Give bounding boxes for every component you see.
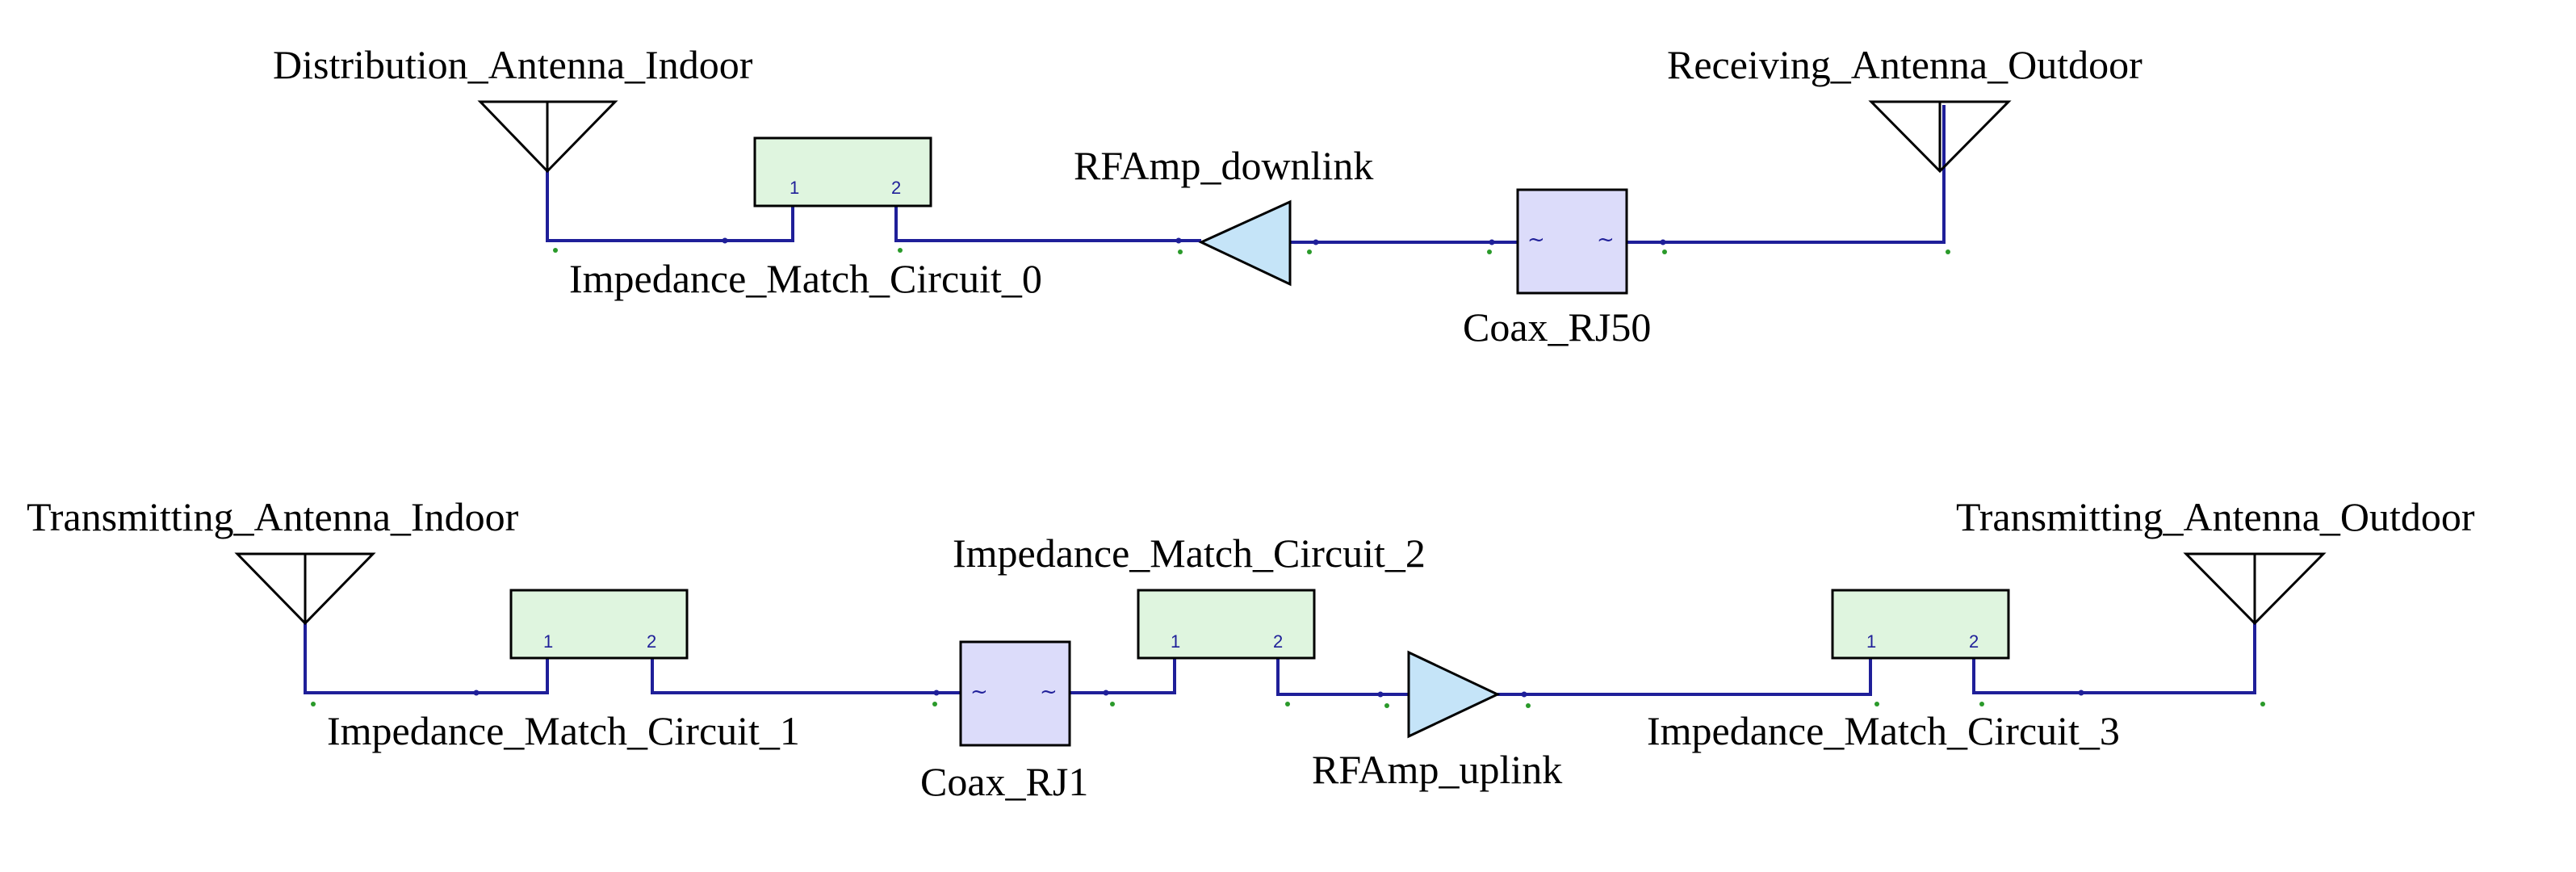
transmitting-antenna-indoor-icon[interactable]	[234, 552, 376, 626]
wire-match1-to-coax-rj1	[651, 658, 961, 694]
match0-pin2-label: 2	[891, 178, 901, 198]
transmitting-antenna-outdoor-icon[interactable]	[2183, 552, 2327, 626]
downlink-wires	[546, 105, 1946, 244]
match3-pin2-label: 2	[1969, 631, 1979, 652]
wire-tx-indoor-to-match1	[304, 623, 549, 694]
wire-coax-rj1-to-match2	[1070, 658, 1176, 694]
wire-match3-to-tx-outdoor	[1972, 623, 2256, 694]
match2-pin1-label: 1	[1171, 631, 1180, 652]
impedance-match-circuit-2-label: Impedance_Match_Circuit_2	[953, 530, 1426, 576]
rfamp-downlink-icon[interactable]	[1198, 199, 1292, 287]
uplink-junctions	[311, 690, 2265, 708]
match0-pin1-label: 1	[790, 178, 799, 198]
downlink-chain: Distribution_Antenna_Indoor 1 2 Impedanc…	[273, 42, 2142, 350]
distribution-antenna-indoor-icon[interactable]	[477, 100, 618, 174]
impedance-match-circuit-1-label: Impedance_Match_Circuit_1	[327, 708, 800, 753]
rfamp-downlink-label: RFAmp_downlink	[1074, 143, 1373, 188]
wire-antenna-to-match0	[546, 171, 794, 242]
wire-match0-to-amp	[894, 205, 1201, 242]
coax-rj1-symbol-right: ~	[1040, 680, 1058, 704]
coax-rj50-icon[interactable]: ~ ~	[1516, 188, 1628, 295]
coax-rj1-icon[interactable]: ~ ~	[959, 640, 1071, 747]
uplink-chain: Transmitting_Antenna_Indoor 1 2 Impedanc…	[27, 494, 2475, 804]
distribution-antenna-indoor-label: Distribution_Antenna_Indoor	[273, 42, 753, 87]
transmitting-antenna-outdoor-label: Transmitting_Antenna_Outdoor	[1956, 494, 2475, 539]
impedance-match-circuit-0[interactable]: 1 2	[753, 136, 932, 208]
coax-rj50-symbol-left: ~	[1527, 228, 1545, 252]
wire-match2-to-amp	[1276, 658, 1409, 696]
wire-amp-to-match3	[1497, 658, 1872, 696]
receiving-antenna-outdoor-icon[interactable]	[1868, 100, 2012, 174]
impedance-match-circuit-3[interactable]: 1 2	[1831, 589, 2010, 660]
coax-rj1-symbol-left: ~	[970, 680, 988, 704]
coax-rj50-symbol-right: ~	[1597, 228, 1615, 252]
match3-pin1-label: 1	[1866, 631, 1876, 652]
coax-rj50-label: Coax_RJ50	[1463, 304, 1651, 350]
impedance-match-circuit-1[interactable]: 1 2	[509, 589, 689, 660]
impedance-match-circuit-0-label: Impedance_Match_Circuit_0	[569, 256, 1042, 301]
downlink-junctions	[553, 237, 1950, 254]
wire-coax-to-antenna	[1627, 105, 1946, 244]
rfamp-uplink-label: RFAmp_uplink	[1312, 747, 1562, 792]
impedance-match-circuit-3-label: Impedance_Match_Circuit_3	[1647, 708, 2120, 753]
match1-pin1-label: 1	[543, 631, 553, 652]
receiving-antenna-outdoor-label: Receiving_Antenna_Outdoor	[1667, 42, 2142, 87]
match2-pin2-label: 2	[1273, 631, 1283, 652]
match1-pin2-label: 2	[647, 631, 656, 652]
impedance-match-circuit-2[interactable]: 1 2	[1137, 589, 1316, 660]
transmitting-antenna-indoor-label: Transmitting_Antenna_Indoor	[27, 494, 519, 539]
coax-rj1-label: Coax_RJ1	[920, 759, 1088, 804]
rfamp-uplink-icon[interactable]	[1407, 650, 1501, 739]
